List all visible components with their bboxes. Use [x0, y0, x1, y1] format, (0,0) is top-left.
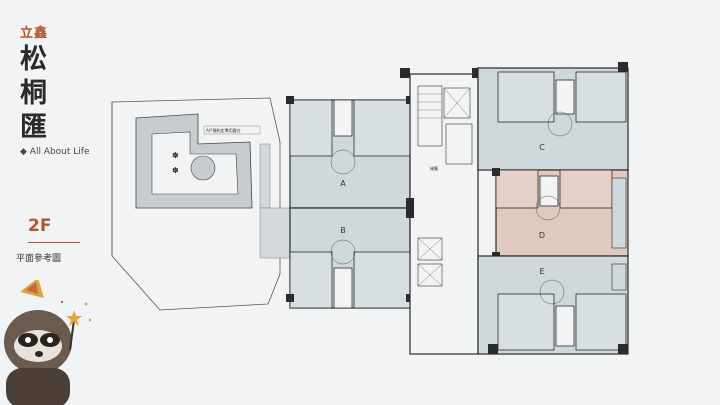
unit-a-label: A [340, 179, 346, 188]
plan-caption: 平面參考圖 [16, 254, 62, 264]
unit-d-label: D [539, 231, 545, 240]
svg-text:✽: ✽ [172, 151, 179, 160]
unit-b-label: B [340, 226, 346, 235]
floor-divider [28, 242, 80, 243]
unit-c-label: C [539, 143, 545, 152]
floor-label: 2F [28, 216, 52, 236]
brand-name-large-2: 桐 [20, 78, 47, 109]
brand-tagline: ◆ All About Life [20, 147, 90, 157]
svg-text:✽: ✽ [172, 166, 179, 175]
floor-plan-drawing: ✽ ✽ A戶獨約定專用露台 A B 梯廳 [111, 62, 629, 355]
planter-circle [190, 155, 216, 181]
terrace-outline [111, 97, 281, 311]
stair-label: 梯廳 [430, 165, 438, 171]
unit-e-label: E [539, 267, 544, 276]
mascot-illustration [4, 280, 92, 405]
brand-name-small: 立鑫 [20, 26, 49, 41]
brand-name-large-1: 松 [20, 44, 47, 75]
brand-name-large-3: 匯 [20, 112, 47, 143]
terrace-note: A戶獨約定專用露台 [206, 127, 241, 133]
brand-block: 立鑫 松 桐 匯 ◆ All About Life [20, 22, 90, 157]
